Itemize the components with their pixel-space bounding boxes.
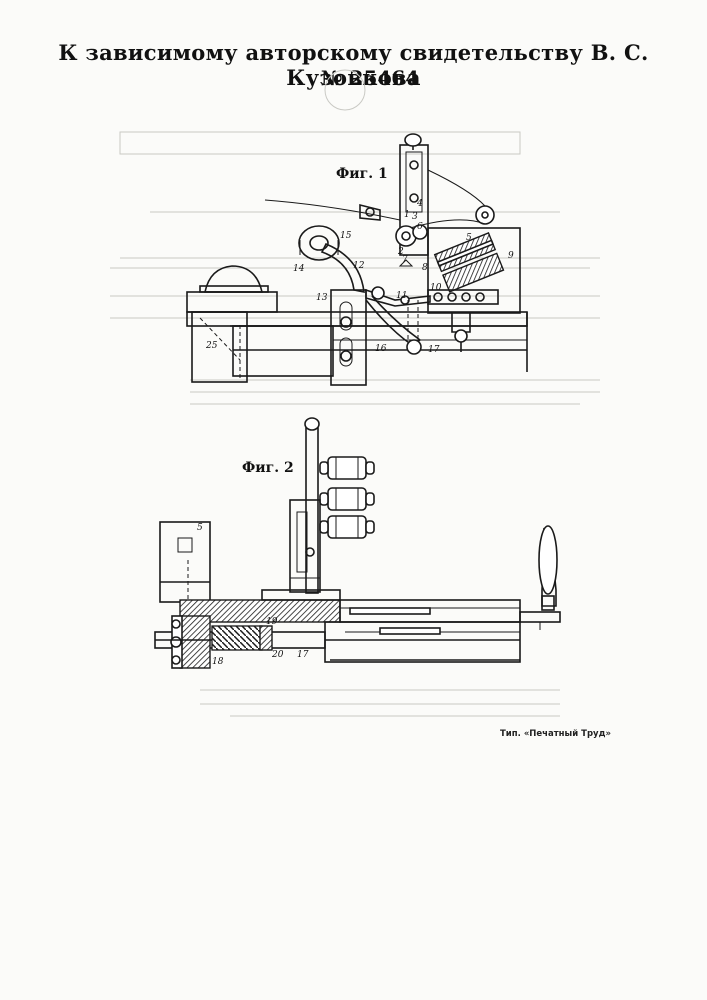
fig1-number: 13 <box>316 293 328 303</box>
fig1-number: 3 <box>412 212 418 222</box>
fig1-number: 17 <box>428 345 440 355</box>
fig1-number: 4 <box>416 199 423 209</box>
fig2-number: 5 <box>197 523 203 533</box>
fig1-number: 25 <box>205 341 218 351</box>
fig1-number: 15 <box>340 231 352 241</box>
fig2-number: 18 <box>212 657 224 667</box>
fig1-number: 7 <box>402 255 408 265</box>
fig1-number: 8 <box>422 263 428 273</box>
fig2-number: 17 <box>297 650 309 660</box>
printer-imprint: Тип. «Печатный Труд» <box>500 729 611 739</box>
fig2-number: 19 <box>266 617 278 627</box>
fig2-number: 20 <box>271 650 284 660</box>
figure-2-label: Фиг. 2 <box>242 460 294 476</box>
fig1-number: 12 <box>353 261 365 271</box>
figure-1-label: Фиг. 1 <box>336 166 388 182</box>
fig1-number: 11 <box>396 291 407 301</box>
fig1-number: 1 <box>404 210 410 220</box>
fig1-number: 14 <box>293 264 305 274</box>
fig1-number: 5 <box>466 233 472 243</box>
figure-2-drawing: 5 17 18 19 20 <box>155 418 560 668</box>
fig1-number: 9 <box>508 251 514 261</box>
fig1-number: 10 <box>430 283 442 293</box>
fig1-number: 16 <box>375 344 387 354</box>
fig1-number: 6 <box>417 222 423 232</box>
